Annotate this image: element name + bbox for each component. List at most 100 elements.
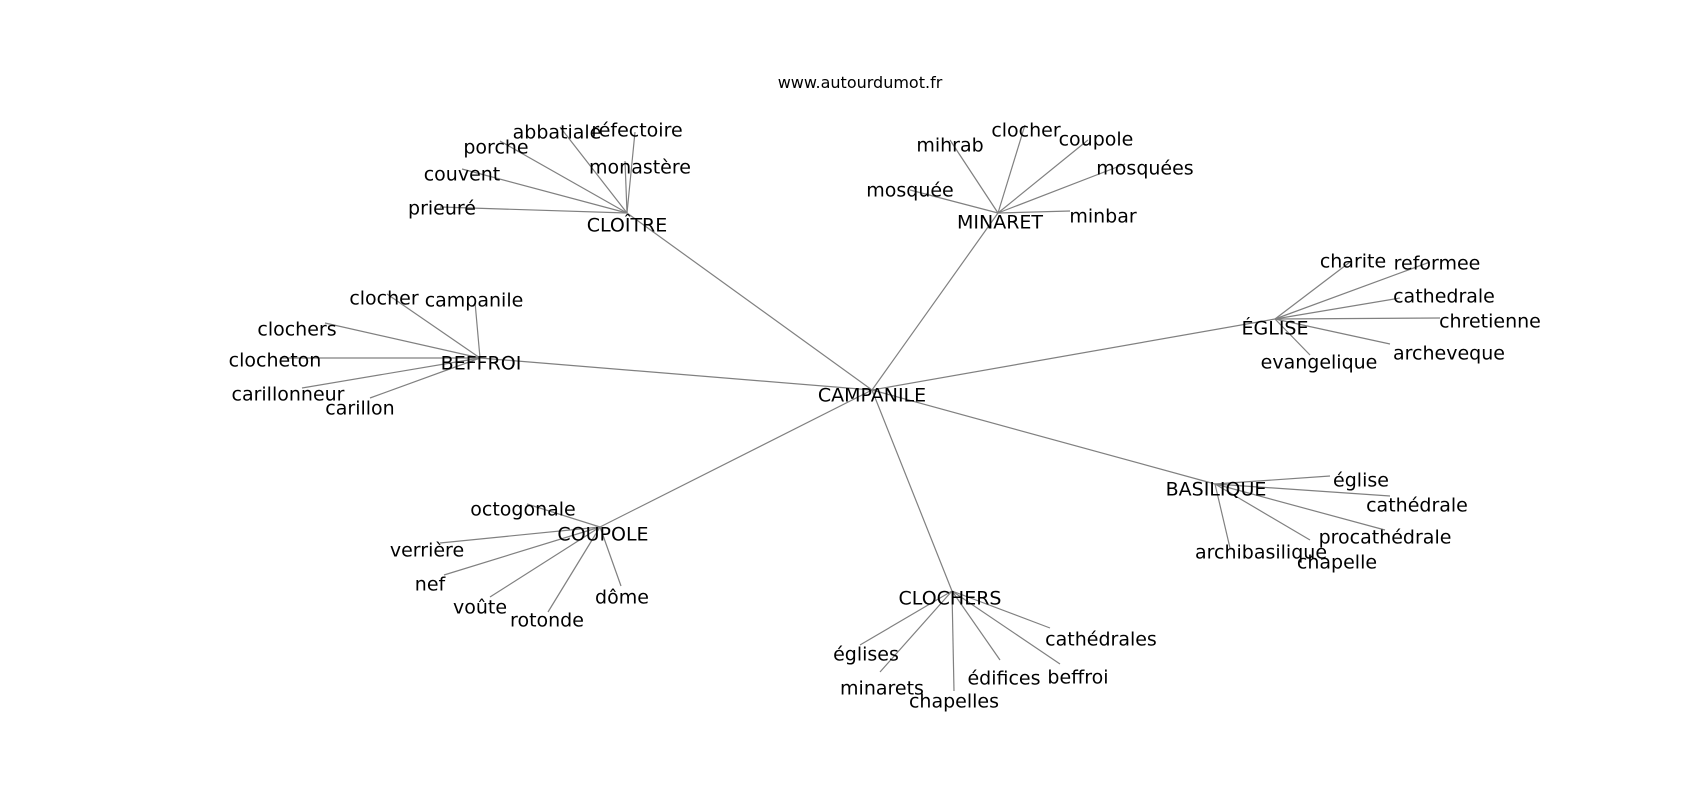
leaf-node-label: clocheton [229,350,322,372]
edge-hub-to-leaf [909,189,999,214]
hub-node-label: BASILIQUE [1166,479,1267,501]
leaf-node-label: voûte [453,597,507,619]
leaf-node-label: clochers [257,319,336,341]
leaf-node-label: minbar [1069,206,1137,228]
leaf-node-label: mosquée [866,180,954,202]
edge-hub-to-leaf [951,590,1001,661]
leaf-node-label: clocher [991,120,1061,142]
edge-hub-to-leaf [1274,317,1441,320]
leaf-node-label: minarets [840,678,924,700]
edge-hub-to-leaf [526,503,601,528]
leaf-node-label: chretienne [1439,311,1541,333]
edge-center-to-hub [871,212,999,391]
edge-hub-to-leaf [324,322,481,359]
leaf-node-label: carillonneur [232,384,345,406]
edge-hub-to-leaf [489,526,601,598]
edge-hub-to-leaf [997,139,1089,214]
edge-hub-to-leaf [997,124,1026,214]
leaf-node-label: mosquées [1096,158,1193,180]
leaf-node-label: procathédrale [1319,527,1452,549]
edge-hub-to-leaf [386,293,481,359]
edge-center-to-hub [871,318,1276,391]
leaf-node-label: prieuré [408,198,476,220]
edge-hub-to-leaf [599,526,622,587]
edge-center-to-hub [871,389,953,592]
edge-center-to-hub [626,212,873,391]
leaf-node-label: campanile [425,290,524,312]
edge-hub-to-leaf [1214,483,1311,541]
edge-hub-to-leaf [1274,297,1401,320]
hub-node-label: CLOCHERS [899,588,1002,610]
edge-hub-to-leaf [951,590,1051,629]
edge-center-to-hub [599,389,873,528]
leaf-node-label: beffroi [1047,667,1108,689]
leaf-node-label: édifices [967,668,1040,690]
edge-hub-to-leaf [1214,483,1391,497]
edge-hub-to-leaf [1274,318,1391,345]
leaf-node-label: abbatiale [513,122,602,144]
hub-node-label: CLOÎTRE [587,214,668,237]
edge-hub-to-leaf [626,131,636,214]
edge-hub-to-leaf [859,590,953,646]
leaf-node-label: reformee [1394,253,1481,275]
edge-hub-to-leaf [439,206,628,214]
leaf-node-label: cathedrale [1393,286,1495,308]
hub-node-label: BEFFROI [441,353,522,375]
leaf-node-label: charite [1320,251,1386,273]
hub-node-label: ÉGLISE [1242,317,1309,340]
leaf-node-label: archeveque [1393,343,1505,365]
leaf-node-label: réfectoire [591,120,682,142]
edge-hub-to-leaf [499,140,628,214]
leaf-node-label: dôme [595,587,649,609]
leaf-node-label: églises [833,644,899,666]
edge-hub-to-leaf [439,526,601,544]
leaf-node-label: chapelles [909,691,999,713]
edge-hub-to-leaf [1274,261,1351,320]
leaf-node-label: couvent [424,164,501,186]
edge-hub-to-leaf [879,590,953,673]
edge-hub-to-leaf [1274,261,1431,320]
leaf-node-label: verrière [390,540,464,562]
edge-hub-to-leaf [1214,483,1231,549]
site-url: www.autourdumot.fr [778,73,943,92]
edge-hub-to-leaf [547,526,601,613]
center-node-label: CAMPANILE [818,385,926,407]
edge-hub-to-leaf [951,590,1061,665]
edge-hub-to-leaf [624,160,628,214]
edge-hub-to-leaf [1214,483,1386,531]
edge-hub-to-leaf [461,168,628,214]
edge-hub-to-leaf [949,139,999,214]
leaf-node-label: monastère [589,157,691,179]
edge-hub-to-leaf [301,357,481,389]
edge-hub-to-leaf [369,357,481,399]
leaf-node-label: evangelique [1261,352,1378,374]
edge-hub-to-leaf [1274,318,1311,356]
leaf-node-label: rotonde [510,610,584,632]
leaf-node-label: carillon [325,398,394,420]
leaf-node-label: cathédrales [1045,629,1157,651]
edge-hub-to-leaf [559,126,628,214]
leaf-node-label: cathédrale [1366,495,1468,517]
leaf-node-label: chapelle [1297,552,1377,574]
edge-hub-to-leaf [997,210,1071,214]
leaf-node-label: église [1333,470,1389,492]
edge-hub-to-leaf [443,526,601,576]
edge-hub-to-leaf [951,590,955,692]
edge-center-to-hub [871,389,1216,485]
leaf-node-label: mihrab [916,135,983,157]
leaf-node-label: porche [463,137,528,159]
edge-hub-to-leaf [997,163,1126,214]
edge-hub-to-leaf [1214,475,1331,485]
edge-center-to-hub [479,357,873,391]
leaf-node-label: nef [415,574,447,596]
leaf-node-label: archibasilique [1195,542,1327,564]
leaf-node-label: coupole [1059,129,1134,151]
leaf-node-label: clocher [349,288,419,310]
edge-hub-to-leaf [474,301,481,359]
hub-node-label: COUPOLE [557,524,648,546]
leaf-node-label: octogonale [470,499,575,521]
hub-node-label: MINARET [957,212,1043,234]
graph-edges [280,124,1441,692]
